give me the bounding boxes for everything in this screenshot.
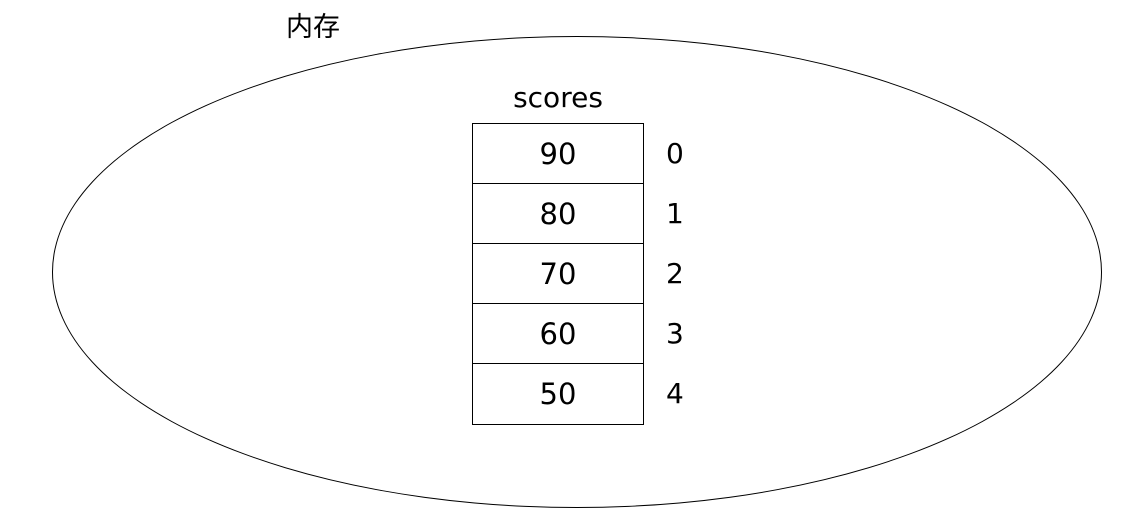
array-index-4: 4	[666, 363, 706, 423]
array-cell-value: 90	[539, 136, 577, 171]
array-cell-value: 80	[539, 196, 577, 231]
array-index-0: 0	[666, 123, 706, 183]
array-index-label: 2	[666, 256, 684, 290]
array-index-3: 3	[666, 303, 706, 363]
memory-label: 内存	[282, 12, 344, 44]
array-index-label: 1	[666, 196, 684, 230]
array-index-label: 0	[666, 136, 684, 170]
array-cell-value: 60	[539, 316, 577, 351]
memory-ellipse	[52, 36, 1102, 508]
array-cell-2: 70	[473, 244, 643, 304]
array-index-2: 2	[666, 243, 706, 303]
array-cell-3: 60	[473, 304, 643, 364]
array-cell-value: 50	[539, 377, 577, 411]
array-cell-4: 50	[473, 364, 643, 424]
array-name-label: scores	[513, 81, 603, 114]
array-index-column: 0 1 2 3 4	[666, 123, 706, 423]
array-cell-1: 80	[473, 184, 643, 244]
array-index-1: 1	[666, 183, 706, 243]
array-cell-0: 90	[473, 124, 643, 184]
array-box: 90 80 70 60 50	[472, 123, 644, 425]
array-index-label: 4	[666, 376, 684, 410]
array-cell-value: 70	[539, 256, 577, 291]
array-index-label: 3	[666, 316, 684, 350]
